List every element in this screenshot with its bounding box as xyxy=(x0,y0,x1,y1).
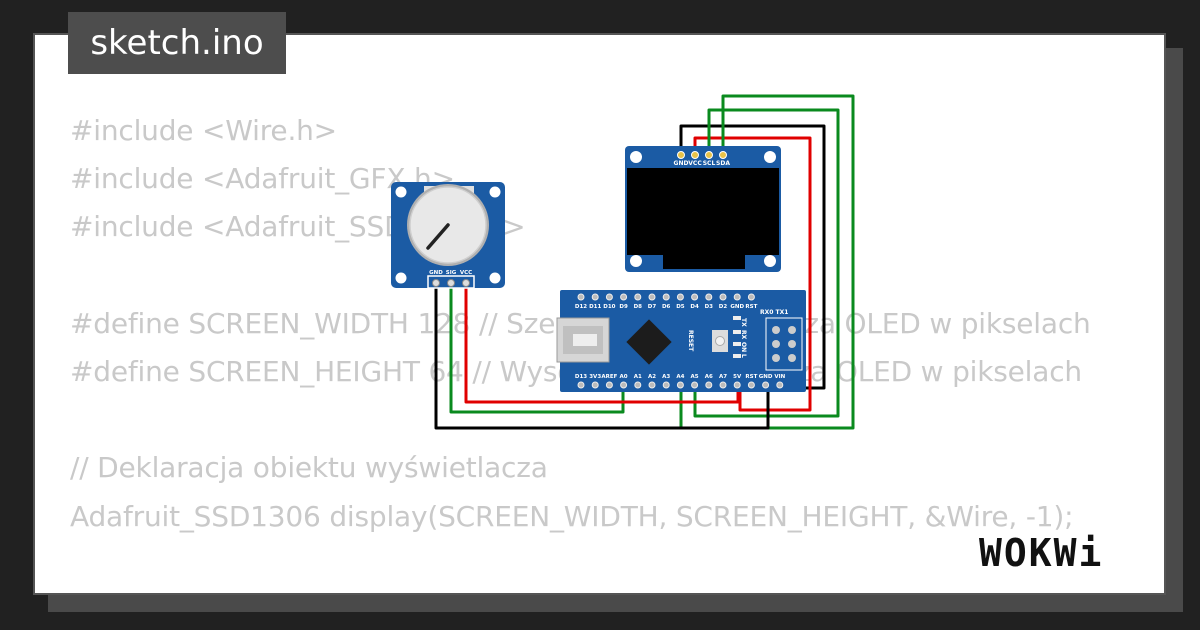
nano-pin-d3[interactable] xyxy=(705,293,713,301)
pot-pin-label: SIG xyxy=(446,270,457,276)
nano-pin-d11[interactable] xyxy=(591,293,599,301)
nano-pin-label: D7 xyxy=(648,304,657,310)
oled-pin-label: SDA xyxy=(716,160,730,167)
nano-pin-d7[interactable] xyxy=(648,293,656,301)
nano-pin-a6[interactable] xyxy=(705,381,713,389)
oled-pin-label: VCC xyxy=(688,160,702,167)
oled-pin-vcc[interactable] xyxy=(691,151,699,159)
nano-pin-label: A1 xyxy=(634,374,642,380)
oled-pin-gnd[interactable] xyxy=(677,151,685,159)
oled-pin-label: SCL xyxy=(703,160,716,167)
nano-pin-label: A7 xyxy=(719,374,727,380)
nano-pin-d9[interactable] xyxy=(620,293,628,301)
nano-pin-label: D13 xyxy=(575,374,587,380)
nano-pin-d4[interactable] xyxy=(691,293,699,301)
reset-label: RESET xyxy=(687,330,694,352)
pot-pin-gnd[interactable] xyxy=(432,279,440,287)
nano-pin-label: D11 xyxy=(589,304,601,310)
nano-pin-d6[interactable] xyxy=(662,293,670,301)
nano-pin-label: D5 xyxy=(676,304,685,310)
oled-pin-label: GND xyxy=(674,160,689,167)
nano-pin-label: D2 xyxy=(719,304,728,310)
nano-pin-a0[interactable] xyxy=(620,381,628,389)
code-line: Adafruit_SSD1306 display(SCREEN_WIDTH, S… xyxy=(70,499,1074,533)
nano-pin-label: A0 xyxy=(620,374,628,380)
nano-pin-aref[interactable] xyxy=(605,381,613,389)
nano-pin-label: A4 xyxy=(676,374,684,380)
nano-pin-label: D8 xyxy=(634,304,643,310)
nano-pin-gnd[interactable] xyxy=(762,381,770,389)
nano-pin-a5[interactable] xyxy=(691,381,699,389)
nano-pin-label: A2 xyxy=(648,374,656,380)
file-tab[interactable]: sketch.ino xyxy=(68,12,286,74)
nano-pin-d13[interactable] xyxy=(577,381,585,389)
nano-pin-d10[interactable] xyxy=(605,293,613,301)
nano-pin-label: AREF xyxy=(601,374,617,380)
pot-pin-label: VCC xyxy=(460,270,472,276)
pot-pin-vcc[interactable] xyxy=(462,279,470,287)
nano-pin-label: 3V3 xyxy=(589,374,601,380)
wokwi-logo: WOKWi xyxy=(979,531,1103,575)
nano-pin-label: D6 xyxy=(662,304,671,310)
nano-pin-3v3[interactable] xyxy=(591,381,599,389)
nano-pin-label: 5V xyxy=(733,374,742,380)
nano-pin-a3[interactable] xyxy=(662,381,670,389)
wire-oled-scl xyxy=(693,108,840,418)
tx-label: TX xyxy=(740,318,747,327)
nano-pin-label: A3 xyxy=(662,374,670,380)
nano-pin-vin[interactable] xyxy=(776,381,784,389)
nano-pin-rst[interactable] xyxy=(747,293,755,301)
nano-pin-label: GND xyxy=(730,304,744,310)
nano-pin-label: D4 xyxy=(690,304,699,310)
pot-pin-sig[interactable] xyxy=(447,279,455,287)
nano-pin-label: GND xyxy=(759,374,773,380)
nano-pin-label: D10 xyxy=(603,304,615,310)
pot-pin-label: GND xyxy=(429,270,443,276)
nano-pin-d8[interactable] xyxy=(634,293,642,301)
nano-pin-label: VIN xyxy=(774,374,785,380)
wokwi-logo-text: WOKWi xyxy=(979,531,1103,575)
on-label: ON xyxy=(740,342,747,352)
nano-pin-label: RST xyxy=(745,374,757,380)
wire-pot-sig xyxy=(449,283,625,414)
knob-indicator xyxy=(426,223,450,250)
code-line: #include <Wire.h> xyxy=(70,114,337,147)
wire-pot-gnd xyxy=(434,283,770,430)
code-line: #include <Adafruit_GFX.h> xyxy=(70,162,455,196)
nano-pin-label: A6 xyxy=(705,374,713,380)
nano-pin-rst[interactable] xyxy=(747,381,755,389)
nano-pin-gnd[interactable] xyxy=(733,293,741,301)
nano-pin-a2[interactable] xyxy=(648,381,656,389)
nano-pin-d12[interactable] xyxy=(577,293,585,301)
rx-label: RX xyxy=(740,330,747,340)
nano-pin-a1[interactable] xyxy=(634,381,642,389)
nano-pin-a4[interactable] xyxy=(676,381,684,389)
nano-pin-label: D9 xyxy=(619,304,628,310)
rx-tx-label: RX0 TX1 xyxy=(760,309,788,316)
nano-pin-label: D3 xyxy=(705,304,714,310)
code-line: // Deklaracja obiektu wyświetlacza xyxy=(70,451,548,485)
wire-oled-vcc xyxy=(693,136,812,412)
nano-pin-label: A5 xyxy=(691,374,699,380)
nano-pin-a7[interactable] xyxy=(719,381,727,389)
nano-pin-d5[interactable] xyxy=(676,293,684,301)
l-label: L xyxy=(740,354,747,358)
nano-pin-d2[interactable] xyxy=(719,293,727,301)
oled-pin-sda[interactable] xyxy=(719,151,727,159)
nano-pin-label: D12 xyxy=(575,304,587,310)
nano-pin-label: RST xyxy=(745,304,757,310)
oled-pin-scl[interactable] xyxy=(705,151,713,159)
wire-oled-sda xyxy=(679,94,855,430)
nano-pin-5v[interactable] xyxy=(733,381,741,389)
